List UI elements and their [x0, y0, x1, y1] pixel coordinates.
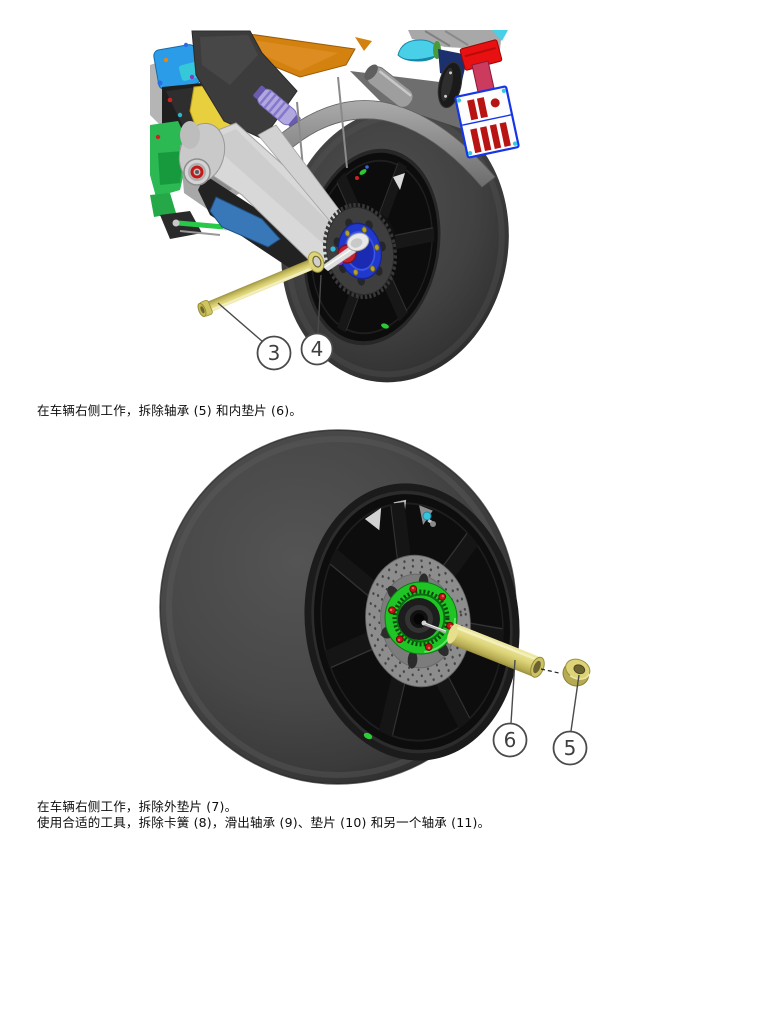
- instruction-step-2-line-2: 使用合适的工具，拆除卡簧 (8)，滑出轴承 (9)、垫片 (10) 和另一个轴承…: [37, 815, 491, 830]
- rim-weight-green: [363, 732, 373, 740]
- figure-axle-removal: 3 4: [150, 30, 520, 383]
- rear-fender: [276, 100, 496, 188]
- callout-3-label: 3: [268, 341, 281, 365]
- callout-4-label: 4: [311, 337, 324, 361]
- rim-weight-green: [359, 169, 367, 175]
- turn-signal: [397, 39, 441, 62]
- license-plate: [454, 85, 520, 159]
- callout-4: 4: [300, 332, 334, 366]
- linkage-rod: [177, 220, 225, 230]
- callout-3: 3: [256, 335, 292, 371]
- exhaust-tip: [364, 64, 414, 108]
- instruction-step-2-line-1: 在车辆右侧工作，拆除外垫片 (7)。: [37, 799, 238, 814]
- leader-line-4: [317, 274, 322, 334]
- callout-6: 6: [492, 722, 528, 758]
- swingarm: [178, 121, 353, 275]
- axle-washer: [307, 251, 325, 273]
- wheel-hub: [398, 598, 455, 640]
- rear-axle-shaft: [197, 259, 313, 318]
- wheel-spacer: [447, 623, 545, 678]
- leader-line-3: [217, 302, 264, 343]
- callout-5-label: 5: [564, 736, 577, 760]
- brake-torque-arm: [209, 196, 281, 248]
- valve-stem: [422, 511, 436, 527]
- instruction-step-1: 在车辆右侧工作，拆除轴承 (5) 和内垫片 (6)。: [37, 403, 303, 418]
- leader-line-6: [510, 659, 516, 724]
- instruction-step-2: 在车辆右侧工作，拆除外垫片 (7)。 使用合适的工具，拆除卡簧 (8)，滑出轴承…: [37, 799, 490, 831]
- shock-absorber: [253, 85, 301, 129]
- figure-spacer-removal: 6 5: [159, 429, 591, 785]
- fender-stay: [337, 76, 348, 169]
- leader-line-5: [570, 674, 580, 732]
- callout-5: 5: [552, 730, 588, 766]
- axle-pin: [424, 622, 447, 634]
- bearing-washer: [562, 658, 591, 687]
- subframe: [227, 30, 372, 78]
- callout-6-label: 6: [504, 728, 517, 752]
- axle-boss: [321, 232, 370, 272]
